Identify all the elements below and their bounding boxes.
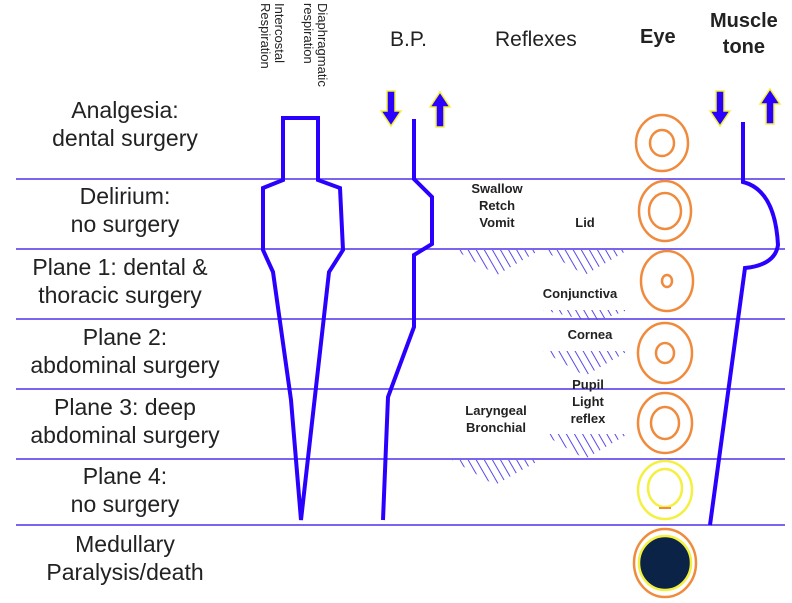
tone-increase-arrow-icon <box>758 87 782 125</box>
stage-plane-1: Plane 1: dental &thoracic surgery <box>32 254 208 308</box>
lid-loss-wedge <box>543 250 628 275</box>
cornea-loss-wedge <box>543 351 628 376</box>
bp-increase-arrow-icon <box>428 90 452 128</box>
eye-medullary <box>632 527 698 599</box>
eye-delirium <box>637 179 693 243</box>
reflex-cornea: Cornea <box>567 327 613 342</box>
stage-dividers <box>16 178 785 526</box>
tone-decrease-arrow-icon <box>708 90 732 128</box>
reflexes-header: Reflexes <box>495 28 577 51</box>
respiration-depth-curve <box>261 116 346 521</box>
stage-plane-4: Plane 4:no surgery <box>70 463 180 517</box>
stage-delirium: Delirium:no surgery <box>70 183 180 237</box>
eye-plane-4 <box>636 459 694 521</box>
conjunctiva-loss-wedge <box>543 310 628 320</box>
reflex-conjunctiva: Conjunctiva <box>542 286 618 301</box>
blood-pressure-curve <box>381 119 434 521</box>
eye-analgesia <box>634 113 690 173</box>
laryngeal-loss-wedge <box>452 460 540 485</box>
pupil-loss-wedge <box>543 434 628 459</box>
bp-header: B.P. <box>390 28 427 51</box>
stage-plane-2: Plane 2:abdominal surgery <box>30 324 220 378</box>
stage-analgesia: Analgesia:dental surgery <box>52 97 198 151</box>
reflex-lid: Lid <box>575 215 595 230</box>
reflex-markers <box>452 250 628 485</box>
swallow-loss-wedge <box>455 250 540 275</box>
bp-decrease-arrow-icon <box>379 90 403 128</box>
eye-plane-1 <box>639 249 695 313</box>
muscle-tone-curve <box>708 122 781 526</box>
eye-plane-2 <box>636 321 694 385</box>
eye-header: Eye <box>640 26 676 48</box>
eye-plane-3 <box>636 391 694 455</box>
